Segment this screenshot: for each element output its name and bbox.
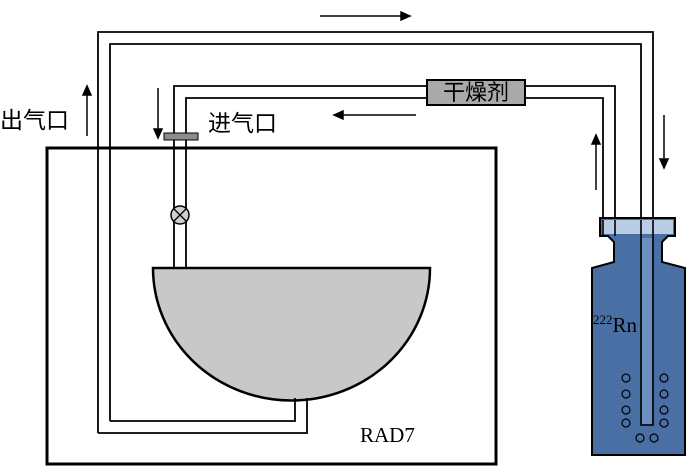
bottle-neck-light — [602, 220, 673, 234]
desiccant-label: 干燥剂 — [443, 81, 509, 106]
bottle-inner-tube — [642, 238, 652, 424]
inlet-cap — [163, 132, 199, 141]
desiccant-tube — [426, 79, 526, 106]
bowl-outlet-pipe — [98, 398, 308, 434]
inlet-label: 进气口 — [208, 111, 277, 137]
radon-label: 222Rn — [593, 312, 638, 337]
bottle-pipes — [602, 220, 654, 426]
bubbles — [621, 373, 669, 443]
rad7-box — [45, 146, 498, 466]
arrow-icon-bottle-up — [590, 133, 602, 190]
outlet-label: 出气口 — [0, 108, 69, 134]
radon-bottle — [591, 217, 686, 456]
arrow-icon-bottle-down — [658, 115, 670, 170]
valve-icon — [170, 205, 190, 225]
measurement-chamber — [151, 266, 432, 402]
arrow-icon-outlet-up — [81, 84, 93, 136]
rad7-label: RAD7 — [360, 423, 415, 447]
arrow-icon-inner-left — [332, 109, 416, 121]
radon-symbol: Rn — [613, 313, 638, 337]
arrow-icon-top-right — [320, 10, 412, 22]
arrow-icon-inlet-down — [152, 88, 164, 140]
outer-pipe — [97, 31, 654, 433]
radon-mass-number: 222 — [593, 312, 613, 327]
